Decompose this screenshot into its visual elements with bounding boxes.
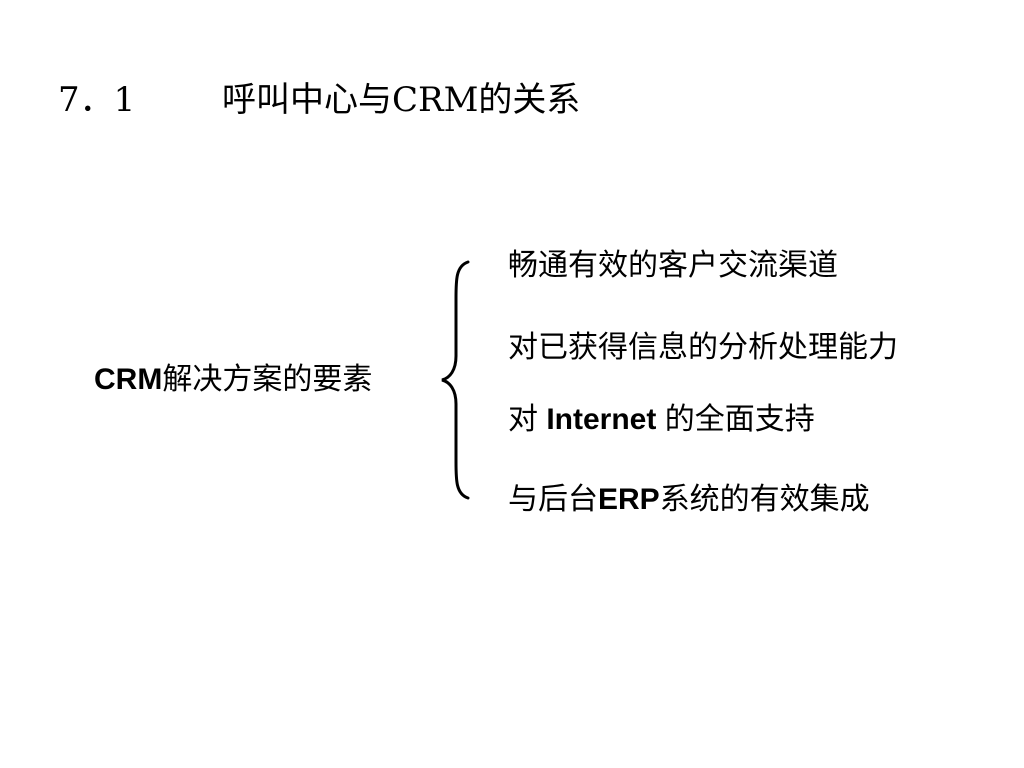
list-item-text: 的全面支持 (656, 403, 815, 436)
list-item-text: 畅通有效的客户交流渠道 (508, 249, 838, 282)
list-item-bold: ERP (598, 483, 660, 516)
slide-title: 7．1 呼叫中心与CRM的关系 (58, 78, 580, 122)
curly-brace-path (441, 260, 470, 500)
list-item-prefix: 与后台 (508, 483, 598, 516)
list-item-prefix: 对 (508, 403, 547, 436)
list-item-bold: Internet (546, 403, 657, 436)
root-concept-abbrev: CRM (94, 363, 163, 396)
list-item-text: 系统的有效集成 (659, 483, 870, 516)
list-item: 与后台ERP系统的有效集成 (508, 480, 870, 520)
root-concept-text: 解决方案的要素 (162, 363, 373, 396)
list-item: 畅通有效的客户交流渠道 (508, 246, 838, 286)
list-item-text: 对已获得信息的分析处理能力 (508, 331, 898, 364)
section-title-text: 呼叫中心与CRM的关系 (222, 80, 581, 120)
curly-brace (441, 260, 470, 500)
section-number: 7．1 (58, 80, 136, 120)
list-item: 对已获得信息的分析处理能力 (508, 328, 898, 368)
root-concept-label: CRM解决方案的要素 (94, 360, 372, 400)
list-item: 对 Internet 的全面支持 (508, 400, 815, 440)
